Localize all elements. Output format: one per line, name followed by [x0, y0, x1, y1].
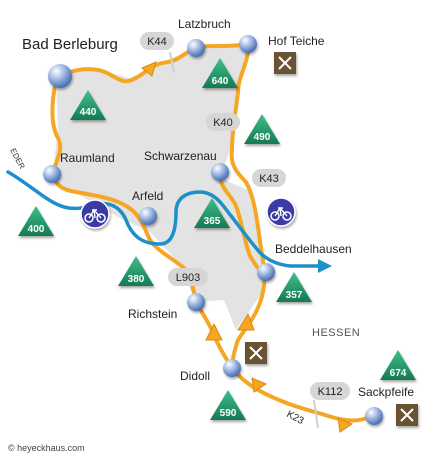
place-label-arfeld: Arfeld — [132, 189, 163, 203]
waypoint-marker-icon — [239, 35, 257, 53]
elevation-marker-400: 400 — [18, 206, 54, 236]
svg-text:674: 674 — [390, 368, 407, 379]
svg-text:K40: K40 — [213, 117, 233, 129]
elevation-triangle-icon — [18, 206, 54, 236]
elevation-triangle-icon — [210, 390, 246, 420]
svg-text:440: 440 — [80, 107, 97, 118]
river-direction-arrow — [318, 259, 332, 273]
restaurant-icon — [396, 404, 418, 426]
elevation-marker-380: 380 — [118, 256, 154, 286]
direction-arrow-icon — [337, 417, 354, 433]
waypoint-marker-icon — [223, 359, 241, 377]
road-label-k23: K23 — [285, 409, 306, 427]
place-label-didoll: Didoll — [180, 369, 210, 383]
elevation-marker-640: 640 — [202, 58, 238, 88]
road-label-k112: K112 — [310, 382, 350, 400]
svg-text:K44: K44 — [147, 36, 167, 48]
waypoint-marker-icon — [48, 64, 72, 88]
direction-arrow-icon — [141, 61, 157, 77]
elevation-marker-440: 440 — [70, 90, 106, 120]
svg-text:357: 357 — [286, 290, 303, 301]
road-label-k44: K44 — [140, 32, 174, 50]
place-label-bad-berleburg: Bad Berleburg — [22, 36, 118, 53]
place-label-raumland: Raumland — [60, 151, 115, 165]
place-label-hof-teiche: Hof Teiche — [268, 34, 325, 48]
elevation-triangle-icon — [70, 90, 106, 120]
direction-arrow-icon — [205, 322, 223, 341]
place-label-latzbruch: Latzbruch — [178, 17, 231, 31]
road-label-k43: K43 — [252, 169, 286, 187]
restaurant-icon — [274, 52, 296, 74]
svg-text:K43: K43 — [259, 173, 279, 185]
svg-text:K112: K112 — [318, 386, 343, 398]
elevation-marker-357: 357 — [276, 272, 312, 302]
elevation-marker-365: 365 — [194, 198, 230, 228]
river-label-eder: EDER — [8, 147, 26, 171]
bicycle-icon — [80, 199, 110, 229]
road-segment — [313, 399, 319, 429]
elevation-triangle-icon — [202, 58, 238, 88]
svg-text:640: 640 — [212, 76, 229, 87]
waypoint-marker-icon — [43, 165, 61, 183]
waypoint-marker-icon — [365, 407, 383, 425]
svg-text:L903: L903 — [176, 272, 200, 284]
place-label-richstein: Richstein — [128, 307, 177, 321]
waypoint-marker-icon — [187, 39, 205, 57]
elevation-triangle-icon — [118, 256, 154, 286]
bicycle-icon — [266, 197, 296, 227]
elevation-triangle-icon — [194, 198, 230, 228]
eder-river — [6, 170, 320, 268]
waypoint-marker-icon — [211, 163, 229, 181]
elevation-marker-590: 590 — [210, 390, 246, 420]
region-label-hessen: HESSEN — [312, 327, 360, 339]
elevation-marker-490: 490 — [244, 114, 280, 144]
svg-text:400: 400 — [28, 224, 45, 235]
place-label-sackpfeife: Sackpfeife — [358, 385, 414, 399]
svg-text:590: 590 — [220, 408, 237, 419]
svg-text:380: 380 — [128, 274, 145, 285]
direction-arrow-icon — [251, 377, 268, 393]
road-label-k40: K40 — [206, 113, 240, 131]
copyright-text: © heyeckhaus.com — [8, 443, 85, 453]
elevation-marker-674: 674 — [380, 350, 416, 380]
svg-text:365: 365 — [204, 216, 221, 227]
waypoint-marker-icon — [187, 293, 205, 311]
place-label-schwarzenau: Schwarzenau — [144, 149, 217, 163]
waypoint-marker-icon — [257, 263, 275, 281]
svg-text:490: 490 — [254, 132, 271, 143]
restaurant-icon — [245, 342, 267, 364]
elevation-triangle-icon — [380, 350, 416, 380]
elevation-triangle-icon — [276, 272, 312, 302]
waypoint-marker-icon — [139, 207, 157, 225]
hiking-route-west — [50, 78, 234, 370]
elevation-triangle-icon — [244, 114, 280, 144]
place-label-beddelhausen: Beddelhausen — [275, 242, 352, 256]
road-label-l903: L903 — [168, 268, 208, 286]
road-segment — [169, 51, 175, 73]
direction-arrow-icon — [237, 312, 255, 331]
